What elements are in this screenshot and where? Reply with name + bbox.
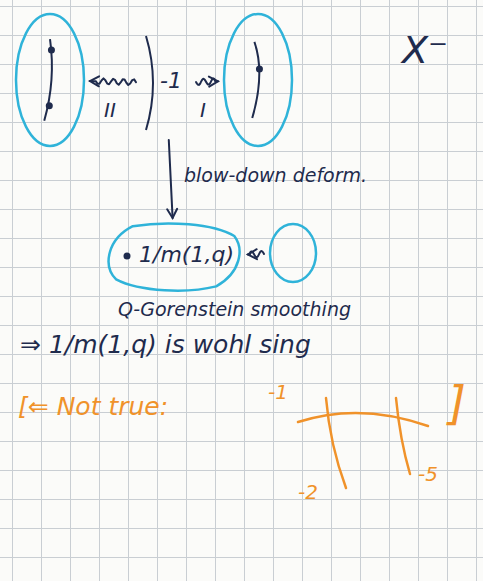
curve-weight: -5 bbox=[418, 462, 438, 486]
node-outline bbox=[14, 12, 86, 148]
connector-line bbox=[169, 140, 173, 218]
curve-node: -1 bbox=[140, 30, 192, 136]
region-oval bbox=[222, 12, 294, 148]
connector-arrow bbox=[196, 77, 218, 87]
conclusion-note: ⇒ 1/m(1,q) is wohl sing bbox=[20, 330, 311, 359]
curve bbox=[146, 36, 153, 130]
minus-two-curve bbox=[326, 398, 346, 488]
arrow-head bbox=[90, 76, 99, 86]
space-symbol: X⁻ bbox=[402, 28, 448, 72]
arrow-head bbox=[209, 77, 218, 87]
arrow-head bbox=[248, 249, 257, 259]
point bbox=[256, 66, 263, 73]
region-oval bbox=[14, 12, 86, 148]
node-outline bbox=[222, 12, 294, 148]
point bbox=[48, 47, 55, 54]
node-text: -1 bbox=[160, 68, 182, 93]
edge-label: II bbox=[104, 98, 116, 122]
minus-one-curve bbox=[298, 413, 428, 426]
node-text: 1/m(1,q) bbox=[139, 242, 234, 267]
point bbox=[124, 253, 131, 260]
curve-weight: -1 bbox=[268, 380, 288, 404]
oval-outline bbox=[16, 14, 84, 146]
oval-outline bbox=[270, 224, 316, 282]
oval-outline bbox=[224, 14, 292, 146]
curve bbox=[252, 42, 259, 118]
region-oval bbox=[268, 222, 318, 284]
edge-label: I bbox=[200, 98, 206, 122]
edge-label: Q-Gorenstein smoothing bbox=[118, 298, 351, 320]
region-oval: 1/m(1,q) bbox=[105, 222, 244, 292]
blob-outline bbox=[109, 223, 240, 290]
node-outline bbox=[268, 222, 318, 284]
connector-arrow bbox=[167, 140, 177, 218]
edge-label: blow-down deform. bbox=[184, 164, 367, 186]
point bbox=[46, 102, 53, 109]
counter-note: [⇐ Not true: bbox=[18, 392, 168, 421]
connector-arrow bbox=[248, 249, 264, 259]
curve-weight: -2 bbox=[298, 480, 318, 504]
minus-five-curve bbox=[396, 398, 410, 474]
arrow-head bbox=[167, 209, 177, 218]
connector-arrow bbox=[90, 76, 136, 86]
bracket: ] bbox=[448, 376, 466, 430]
